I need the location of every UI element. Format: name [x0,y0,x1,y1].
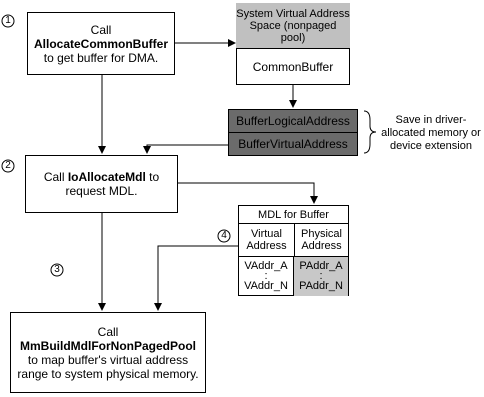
mdl-data-row: VAddr_A : VAddr_N PAddr_A : PAddr_N [239,257,348,296]
mdl-col-virtual-label: Virtual Address [246,228,287,252]
step-4-label: 4 [218,230,230,242]
allocate-line3: to get buffer for DMA. [43,50,159,65]
arrow-mdl-to-build [154,245,238,311]
allocate-common-buffer-box: Call AllocateCommonBuffer to get buffer … [27,12,175,75]
mm-build-mdl-box: Call MmBuildMdlForNonPagedPool to map bu… [10,312,206,393]
step-2-circle [1,159,15,173]
step-3-circle [50,263,64,277]
build-function-name: MmBuildMdlForNonPagedPool [20,338,196,353]
mdl-title-text: MDL for Buffer [258,208,329,221]
mdl-col-physical-label: Physical Address [301,228,342,252]
buffer-logical-address-label: BufferLogicalAddress [236,114,350,128]
paddr-first: PAddr_A [299,260,343,272]
mdl-col-physical: Physical Address [295,224,348,256]
io-allocate-mdl-box: Call IoAllocateMdl to request MDL. [25,155,178,213]
system-va-title: System Virtual Address Space (nonpaged p… [236,7,350,44]
mdl-call-suffix: to [145,170,160,184]
step-2-label: 2 [2,160,14,172]
address-save-note: Save in driver-allocated memory or devic… [378,114,484,153]
mdl-physical-cell: PAddr_A : PAddr_N [294,257,348,296]
paddr-dots: : [319,270,323,282]
system-va-header: System Virtual Address Space (nonpaged p… [236,3,350,48]
step-1-number: 1 [5,15,11,26]
allocate-line1: Call [90,22,112,37]
step-3-label: 3 [51,264,63,276]
mdl-col-virtual: Virtual Address [239,224,295,256]
mdl-virtual-cell: VAddr_A : VAddr_N [239,257,294,296]
common-buffer-box: CommonBuffer [236,48,350,85]
step-4-number: 4 [221,230,227,241]
allocate-function-name: AllocateCommonBuffer [33,36,168,51]
buffer-virtual-address-label: BufferVirtualAddress [238,137,348,151]
vaddr-first: VAddr_A [244,260,288,272]
step-2-number: 2 [5,160,11,171]
mdl-call-prefix: Call [43,170,68,184]
address-brace [363,110,377,154]
paddr-last: PAddr_N [299,280,343,292]
step-1-label: 1 [2,15,14,27]
mdl-call-line2: request MDL. [65,184,138,198]
mdl-header-row: Virtual Address Physical Address [239,224,348,257]
step-1-circle [1,14,15,28]
vaddr-last: VAddr_N [244,280,288,292]
buffer-logical-address-box: BufferLogicalAddress [228,109,358,133]
mdl-table-title: MDL for Buffer [239,206,348,224]
buffer-virtual-address-box: BufferVirtualAddress [228,132,358,156]
address-save-note-text: Save in driver-allocated memory or devic… [381,114,481,152]
common-buffer-label: CommonBuffer [252,59,334,74]
arrow-mdl-call-to-mdl [178,182,318,204]
build-line3: to map buffer's virtual address range to… [17,352,199,381]
mdl-table: MDL for Buffer Virtual Address Physical … [238,205,349,296]
arrow-address-to-mdl-call [143,144,228,154]
vaddr-dots: : [264,270,268,282]
build-line1: Call [97,324,119,339]
mdl-call-function-name: IoAllocateMdl [67,170,146,184]
step-3-number: 3 [54,264,60,275]
step-4-circle [217,229,231,243]
